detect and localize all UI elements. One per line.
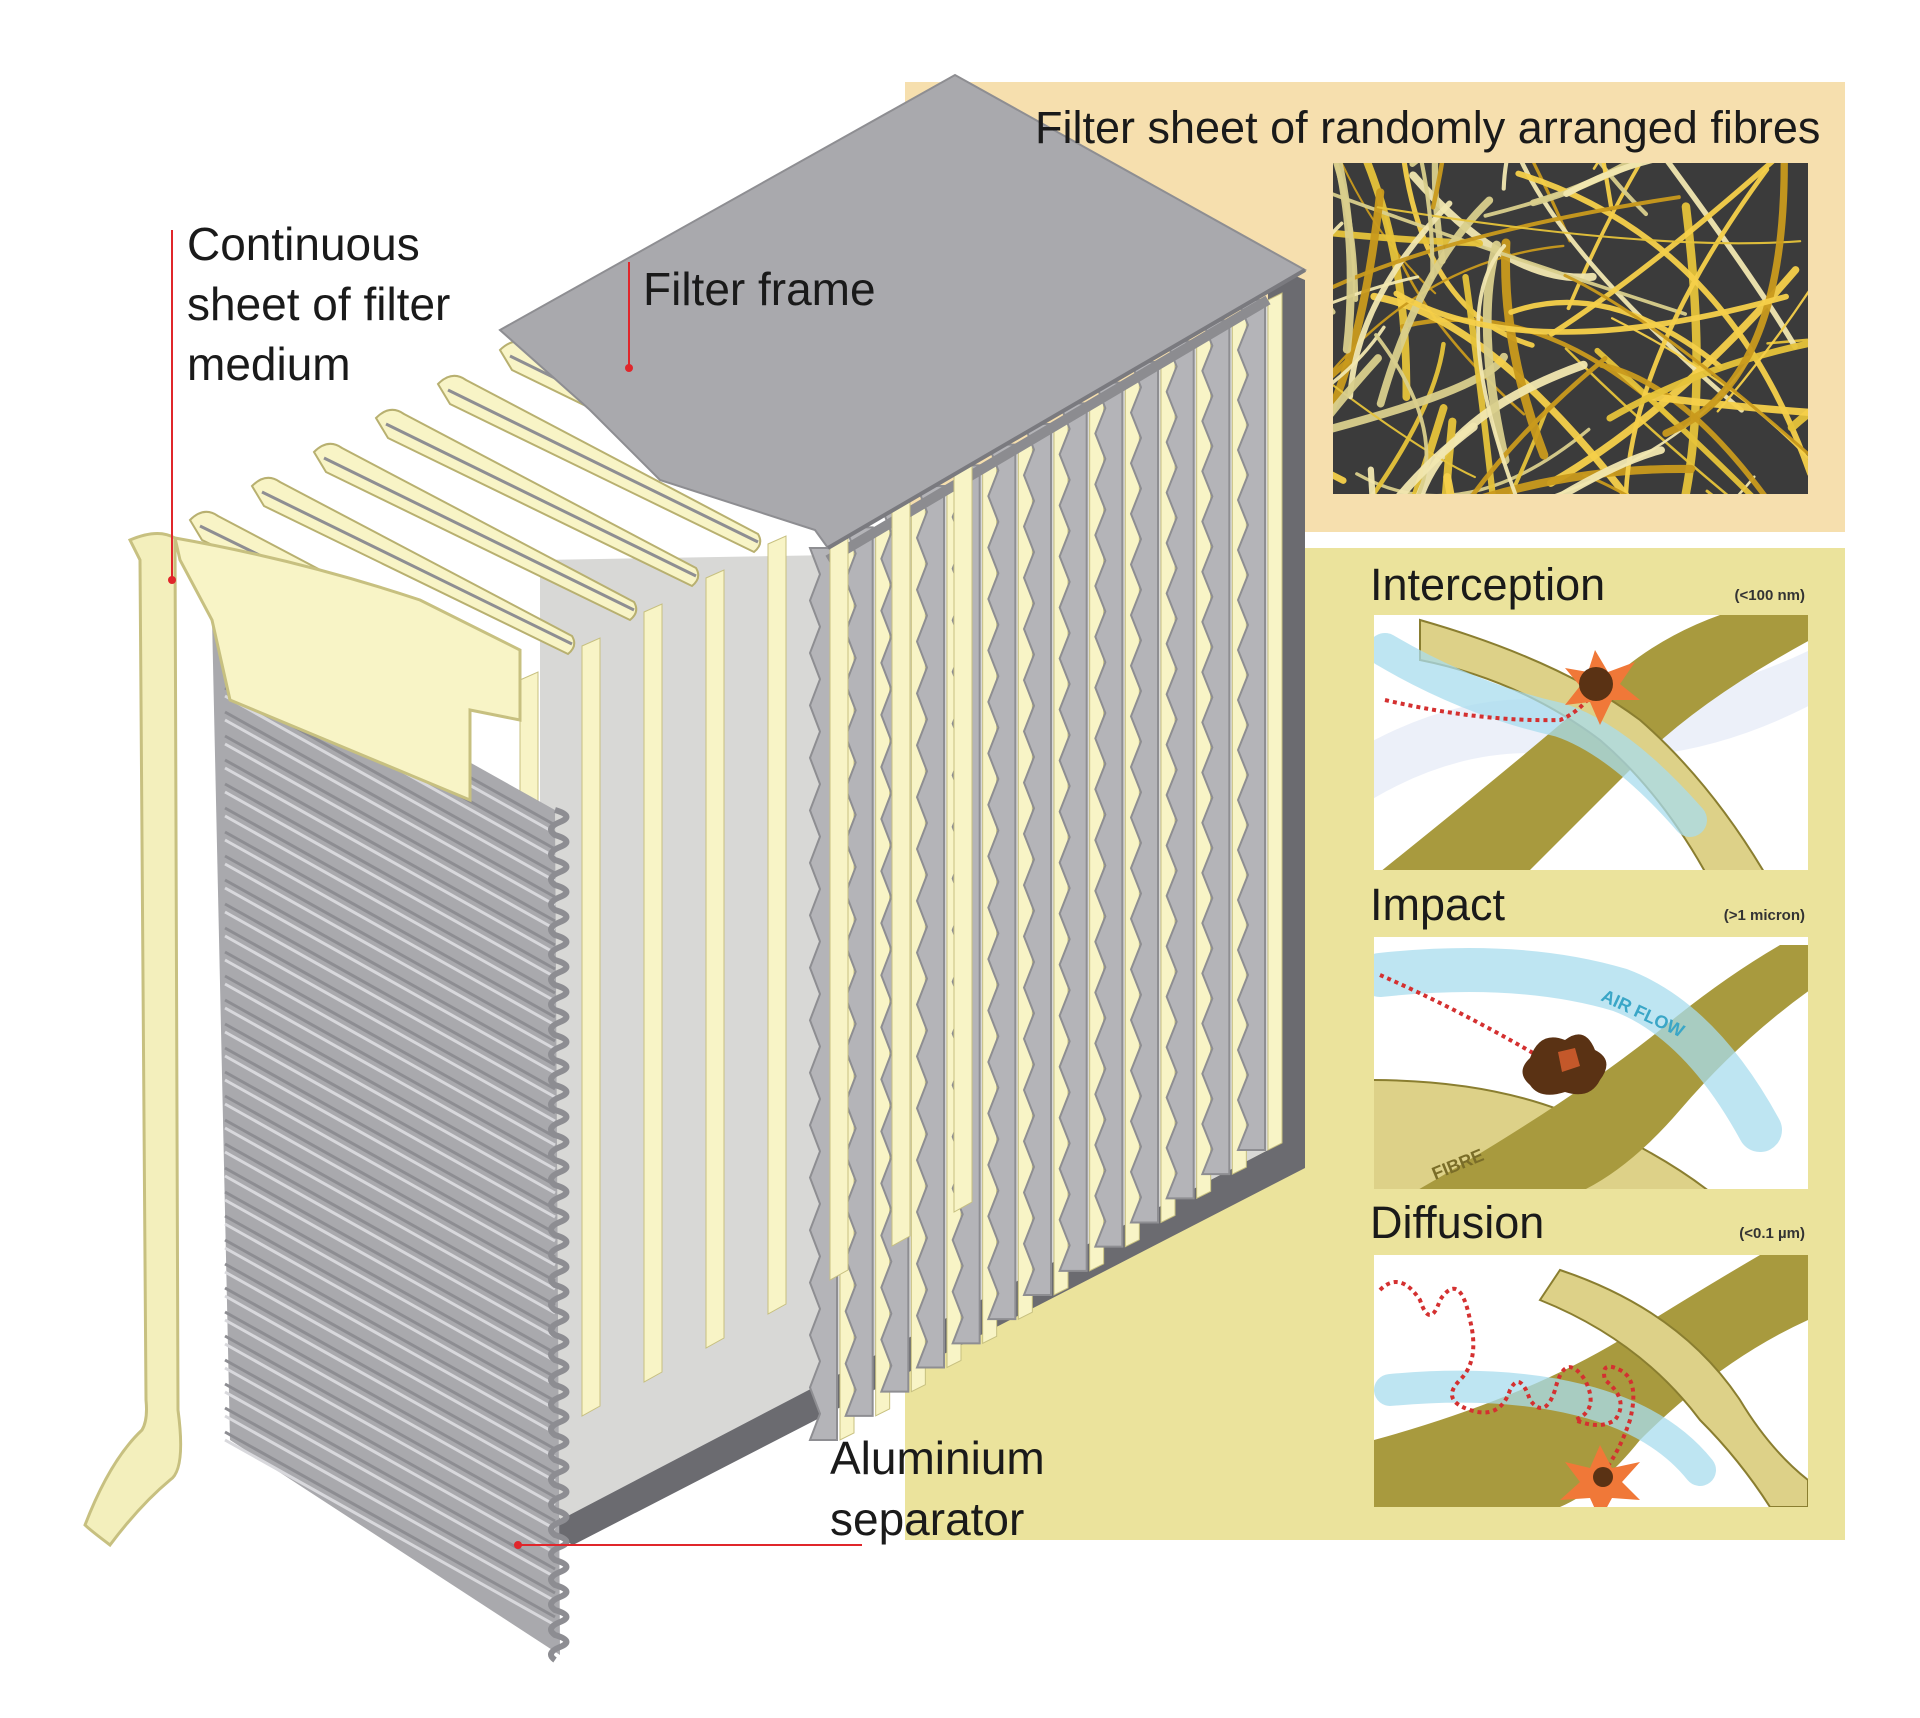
filter-body [83,73,1308,1663]
mechanism-diffusion: Diffusion (<0.1 µm) [1370,1197,1808,1507]
aluminium-separator-label-line1: Aluminium [830,1432,1045,1484]
diffusion-size: (<0.1 µm) [1739,1225,1805,1242]
mechanism-impact: Impact (>1 micron) AIR FLOW FIBRE [1370,879,1808,1189]
aluminium-separator-sheet [212,618,570,1663]
interception-title: Interception [1370,559,1605,610]
diffusion-title: Diffusion [1370,1197,1544,1248]
impact-title: Impact [1370,879,1506,930]
leader-lines [168,230,862,1549]
interception-size: (<100 nm) [1735,587,1805,604]
aluminium-separator-label-line2: separator [830,1493,1024,1545]
fibre-image [1333,163,1808,494]
continuous-sheet-label-line3: medium [187,338,351,390]
particle [1579,667,1613,701]
fibre-panel-title: Filter sheet of randomly arranged fibres [1035,102,1820,153]
filter-frame-top [498,73,1308,550]
continuous-sheet-label-line1: Continuous [187,218,420,270]
fibre-strand [1374,1255,1808,1507]
impact-size: (>1 micron) [1724,907,1805,924]
particle [1593,1467,1613,1487]
filter-medium-sheet [83,532,522,1548]
filter-frame-label: Filter frame [643,263,876,315]
mechanism-interception: Interception (<100 nm) [1370,559,1808,870]
continuous-sheet-label-line2: sheet of filter [187,278,450,330]
fibre-strand [1419,945,1808,1189]
